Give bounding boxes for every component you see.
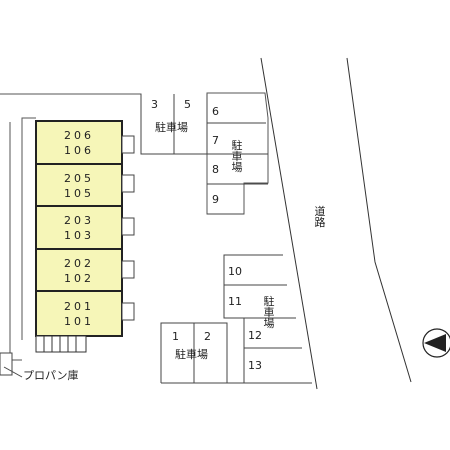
- walkway: [9, 117, 36, 361]
- parking-space-5: 5: [184, 98, 191, 111]
- parking-space-9: 9: [212, 193, 219, 206]
- unit-upper-number: 201: [64, 300, 94, 313]
- parking-right-upper: [207, 122, 268, 215]
- parking-right-lower: [223, 254, 312, 384]
- unit-upper-number: 203: [64, 214, 94, 227]
- road-label: 道路: [314, 205, 326, 229]
- parking-label-bottom: 駐車場: [175, 348, 208, 361]
- parking-space-11: 11: [228, 295, 242, 308]
- parking-label-right-lower: 駐車場: [263, 295, 275, 330]
- parking-top: [140, 94, 208, 155]
- unit-206-106-label: 206 106: [36, 128, 122, 158]
- parking-space-13: 13: [248, 359, 262, 372]
- propane-leader: [3, 366, 23, 378]
- unit-205-105-label: 205 105: [36, 171, 122, 201]
- unit-lower-number: 101: [64, 315, 94, 328]
- parking-space-2: 2: [204, 330, 211, 343]
- parking-label-top: 駐車場: [155, 121, 188, 134]
- parking-bottom: [160, 322, 244, 384]
- unit-upper-number: 202: [64, 257, 94, 270]
- propane-storage: [0, 352, 13, 376]
- unit-206-106: [35, 120, 123, 165]
- compass-icon: [422, 328, 450, 358]
- unit-lower-number: 103: [64, 229, 94, 242]
- unit-201-101-label: 201 101: [36, 299, 122, 329]
- unit-203-103-label: 203 103: [36, 213, 122, 243]
- parking-space-12: 12: [248, 329, 262, 342]
- unit-balconies: [121, 135, 135, 321]
- unit-202-102-label: 202 102: [36, 256, 122, 286]
- entrance-steps: [35, 335, 87, 353]
- parking-space-8: 8: [212, 163, 219, 176]
- parking-space-3: 3: [151, 98, 158, 111]
- parking-label-right-upper: 駐車場: [231, 139, 243, 174]
- parking-space-6: 6: [212, 105, 219, 118]
- parking-space-1: 1: [172, 330, 179, 343]
- parking-space-7: 7: [212, 134, 219, 147]
- road-edge-right: [346, 57, 412, 383]
- unit-203-103: [35, 205, 123, 250]
- unit-upper-number: 206: [64, 129, 94, 142]
- unit-upper-number: 205: [64, 172, 94, 185]
- unit-lower-number: 102: [64, 272, 94, 285]
- propane-label: プロパン庫: [23, 369, 79, 382]
- parking-space-10: 10: [228, 265, 242, 278]
- unit-lower-number: 106: [64, 144, 94, 157]
- unit-lower-number: 105: [64, 187, 94, 200]
- road-edge-left: [260, 57, 318, 390]
